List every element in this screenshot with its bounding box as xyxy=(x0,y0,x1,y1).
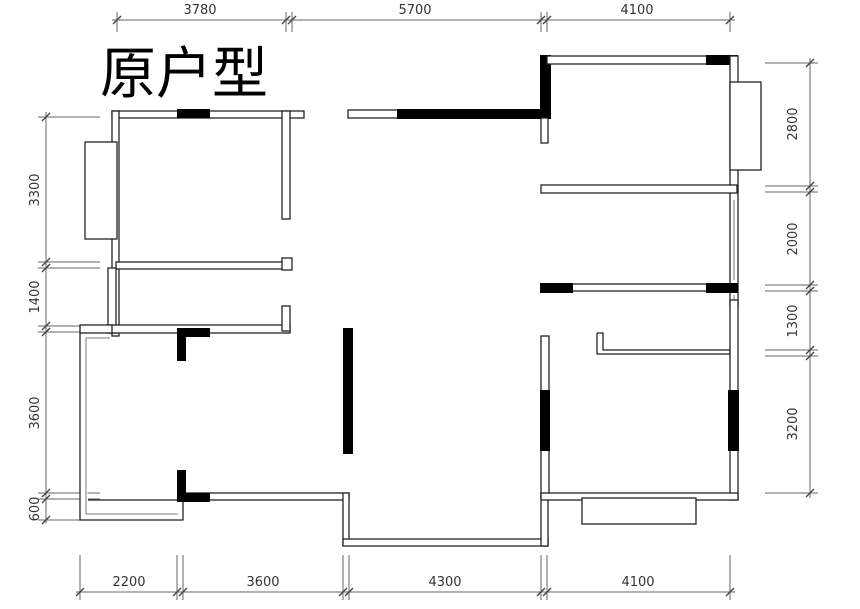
dim-bottom-4: 4100 xyxy=(621,575,654,590)
left-wing-walls xyxy=(79,110,549,547)
plan-title: 原户型 xyxy=(100,42,268,107)
dim-left-1: 3300 xyxy=(28,173,43,206)
dim-right-4: 3200 xyxy=(786,407,801,440)
dim-left-3: 3600 xyxy=(28,396,43,429)
dim-bottom-1: 2200 xyxy=(112,575,145,590)
dim-bottom-2: 3600 xyxy=(246,575,279,590)
dim-bottom-3: 4300 xyxy=(428,575,461,590)
center-walls xyxy=(347,55,551,144)
right-wing-walls xyxy=(540,55,762,525)
left-wing-solid-walls xyxy=(177,109,353,502)
dim-top-2: 5700 xyxy=(398,3,431,18)
dim-left-4: 600 xyxy=(28,497,43,522)
dim-right-3: 1300 xyxy=(786,304,801,337)
dim-right-1: 2800 xyxy=(786,107,801,140)
dim-top-3: 4100 xyxy=(620,3,653,18)
dim-left-2: 1400 xyxy=(28,280,43,313)
dim-top-1: 3780 xyxy=(183,3,216,18)
dim-right-2: 2000 xyxy=(786,222,801,255)
